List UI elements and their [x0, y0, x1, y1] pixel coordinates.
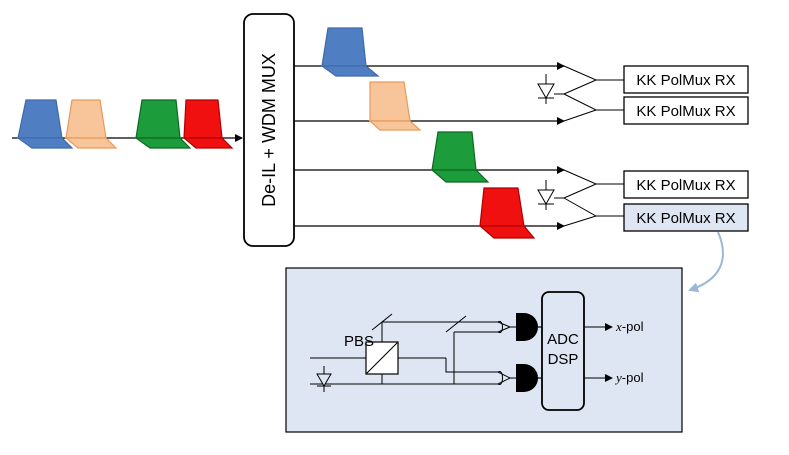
input-channel-green — [134, 99, 192, 149]
input-channel-orange — [64, 99, 118, 149]
output-channel-green — [430, 131, 490, 183]
y-pol-label: y-pol — [614, 370, 644, 385]
receiver-1: KK PolMux RX — [623, 65, 749, 94]
receiver-2-label: KK PolMux RX — [636, 103, 735, 120]
output-channel-red — [478, 187, 536, 239]
local-oscillator-2 — [537, 180, 564, 210]
x-pol-label: x-pol — [615, 319, 644, 334]
adc-label: ADC — [547, 331, 579, 348]
zoom-arrow — [688, 231, 724, 293]
channel-blue-upper — [17, 99, 63, 139]
output-channel-blue — [320, 27, 380, 77]
receiver-2: KK PolMux RX — [623, 96, 749, 125]
receiver-3: KK PolMux RX — [623, 170, 749, 199]
output-channel-orange — [368, 81, 422, 131]
mux-label: De-IL + WDM MUX — [259, 53, 279, 207]
dsp-label: DSP — [548, 351, 579, 368]
inset-optics — [310, 313, 516, 392]
receiver-3-label: KK PolMux RX — [636, 177, 735, 194]
receiver-1-label: KK PolMux RX — [636, 72, 735, 89]
local-oscillator-1 — [537, 74, 564, 104]
photodetector-y-shape — [516, 364, 538, 392]
coupler-group-1 — [563, 65, 624, 122]
receiver-4-highlighted: KK PolMux RX — [623, 203, 749, 232]
channel-blue-lower — [16, 137, 74, 149]
adc-dsp-box — [541, 291, 585, 411]
receiver-4-label: KK PolMux RX — [636, 210, 735, 227]
input-channel-red — [182, 99, 234, 149]
photodetector-x-shape — [516, 313, 538, 341]
mux-box — [243, 13, 295, 247]
pbs-label: PBS — [344, 333, 374, 350]
input-channel-blue — [16, 99, 74, 149]
coupler-group-2 — [563, 169, 624, 227]
pbs-cube — [365, 341, 399, 375]
inset-panel — [285, 267, 683, 433]
